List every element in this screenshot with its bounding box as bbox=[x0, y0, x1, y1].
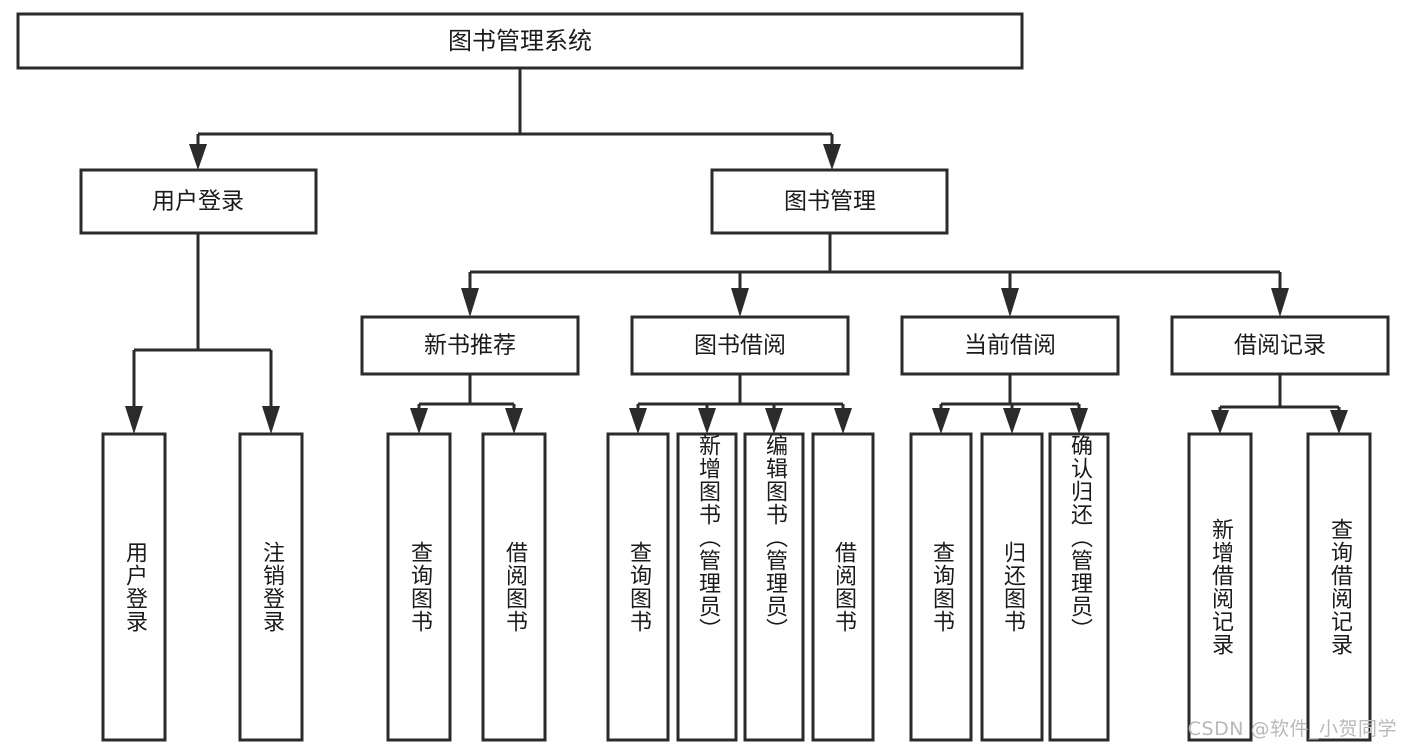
node-current-borrow-label: 当前借阅 bbox=[964, 333, 1056, 359]
node-user-login-box[interactable] bbox=[79, 168, 318, 235]
leaf-box-borrow-book-1[interactable] bbox=[481, 432, 547, 742]
node-root-box[interactable] bbox=[16, 12, 1024, 70]
leaf-box-query-record[interactable] bbox=[1306, 432, 1372, 742]
node-book-management[interactable]: 图书管理 bbox=[710, 168, 949, 235]
node-borrow-record[interactable]: 借阅记录 bbox=[1170, 315, 1390, 376]
connectors-borrowrecord-to-leaves bbox=[1211, 374, 1348, 434]
arrowhead-leaf-borrow-book-1 bbox=[505, 408, 523, 434]
connectors-root-to-level2 bbox=[189, 68, 841, 170]
arrowhead-leaf-edit-book bbox=[765, 408, 783, 434]
leaf-box-query-book-2[interactable] bbox=[606, 432, 670, 742]
arrowhead-new-book-rec bbox=[461, 288, 479, 317]
leaf-box-edit-book[interactable] bbox=[743, 432, 805, 742]
arrowhead-leaf-query-book-2 bbox=[629, 408, 647, 434]
leaf-box-query-book-3[interactable] bbox=[909, 432, 973, 742]
connectors-newbook-to-leaves bbox=[410, 374, 523, 434]
arrowhead-borrow-record bbox=[1271, 288, 1289, 317]
arrowhead-leaf-return-book bbox=[1003, 408, 1021, 434]
arrowhead-book-borrow bbox=[731, 288, 749, 317]
arrowhead-current-borrow bbox=[1001, 288, 1019, 317]
leaf-box-confirm-return[interactable] bbox=[1048, 432, 1110, 742]
node-new-book-recommend-box[interactable] bbox=[360, 315, 580, 376]
leaf-box-query-book-1[interactable] bbox=[386, 432, 452, 742]
node-borrow-record-box[interactable] bbox=[1170, 315, 1390, 376]
node-book-borrow-label: 图书借阅 bbox=[694, 333, 786, 359]
node-current-borrow-box[interactable] bbox=[900, 315, 1120, 376]
connectors-level2-to-level3 bbox=[461, 233, 1289, 317]
arrowhead-leaf-query-book-1 bbox=[410, 408, 428, 434]
node-root[interactable]: 图书管理系统 bbox=[16, 12, 1024, 70]
arrowhead-leaf-confirm-return bbox=[1070, 408, 1088, 434]
leaf-boxes bbox=[101, 432, 1372, 742]
connectors-bookborrow-to-leaves bbox=[629, 374, 852, 434]
leaf-box-logout[interactable] bbox=[238, 432, 304, 742]
arrowhead-leaf-add-book bbox=[698, 408, 716, 434]
arrowhead-leaf-borrow-book-2 bbox=[834, 408, 852, 434]
node-book-management-label: 图书管理 bbox=[784, 189, 876, 215]
arrowhead-leaf-logout bbox=[262, 406, 280, 434]
node-borrow-record-label: 借阅记录 bbox=[1234, 333, 1326, 359]
leaf-box-borrow-book-2[interactable] bbox=[811, 432, 875, 742]
node-new-book-recommend[interactable]: 新书推荐 bbox=[360, 315, 580, 376]
node-current-borrow[interactable]: 当前借阅 bbox=[900, 315, 1120, 376]
arrowhead-user-login bbox=[189, 144, 207, 170]
arrowhead-book-manage bbox=[823, 144, 841, 170]
node-user-login-label: 用户登录 bbox=[152, 189, 244, 215]
leaf-box-add-book[interactable] bbox=[676, 432, 738, 742]
leaf-box-user-login[interactable] bbox=[101, 432, 167, 742]
node-new-book-recommend-label: 新书推荐 bbox=[424, 333, 516, 359]
node-book-borrow[interactable]: 图书借阅 bbox=[630, 315, 850, 376]
watermark-text: CSDN @软件_小贺同学 bbox=[1187, 718, 1397, 740]
arrowhead-leaf-add-record bbox=[1211, 410, 1229, 434]
node-book-borrow-box[interactable] bbox=[630, 315, 850, 376]
connectors-currentborrow-to-leaves bbox=[932, 374, 1088, 434]
arrowhead-leaf-query-book-3 bbox=[932, 408, 950, 434]
node-book-management-box[interactable] bbox=[710, 168, 949, 235]
arrowhead-leaf-user-login bbox=[125, 406, 143, 434]
leaf-box-add-record[interactable] bbox=[1187, 432, 1253, 742]
connectors-userlogin-to-leaves bbox=[125, 233, 280, 434]
node-user-login[interactable]: 用户登录 bbox=[79, 168, 318, 235]
leaf-box-return-book[interactable] bbox=[980, 432, 1044, 742]
arrowhead-leaf-query-record bbox=[1330, 410, 1348, 434]
node-root-label: 图书管理系统 bbox=[448, 27, 592, 55]
